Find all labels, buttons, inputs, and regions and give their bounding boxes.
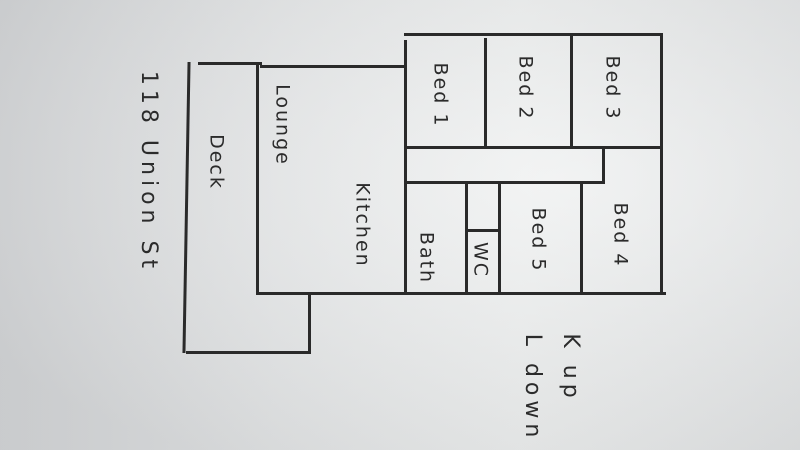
bath-label: Bath	[415, 231, 438, 285]
hall-wall-end	[602, 146, 605, 184]
wc-label: WC	[469, 241, 492, 279]
deck-wall-right	[308, 294, 311, 354]
lounge-wall-left	[256, 65, 259, 295]
kitchen-label: Kitchen	[351, 182, 374, 268]
hall-wall-top	[404, 146, 660, 149]
bed1-bed2-divider	[484, 38, 487, 148]
house-wall-bottom	[256, 292, 666, 295]
bed1-label: Bed 1	[429, 62, 452, 128]
deck-wall-left	[182, 62, 191, 353]
bed2-bed3-divider	[570, 36, 573, 146]
deck-wall-bottom	[186, 351, 308, 354]
address-label: 118 Union St	[136, 70, 161, 274]
deck-label: Deck	[205, 134, 228, 190]
bed2-label: Bed 2	[514, 55, 537, 121]
bath-wc-divider	[465, 183, 468, 294]
lounge-wall-top	[260, 65, 404, 68]
bed3-label: Bed 3	[601, 55, 624, 121]
wc-wall-top	[465, 229, 500, 232]
bed5-label: Bed 5	[527, 207, 550, 273]
bed5-bed4-divider	[580, 183, 583, 294]
deck-wall-top	[198, 62, 262, 65]
bed4-label: Bed 4	[609, 202, 632, 268]
note-l-down: L down	[520, 333, 545, 443]
house-wall-top	[404, 33, 662, 36]
hall-wall-bottom	[404, 181, 604, 184]
house-wall-right	[660, 33, 663, 295]
lounge-label: Lounge	[271, 84, 294, 166]
note-k-up: K up	[558, 333, 583, 403]
bedrooms-wall-left	[404, 40, 407, 294]
wc-bed5-divider	[498, 183, 501, 294]
